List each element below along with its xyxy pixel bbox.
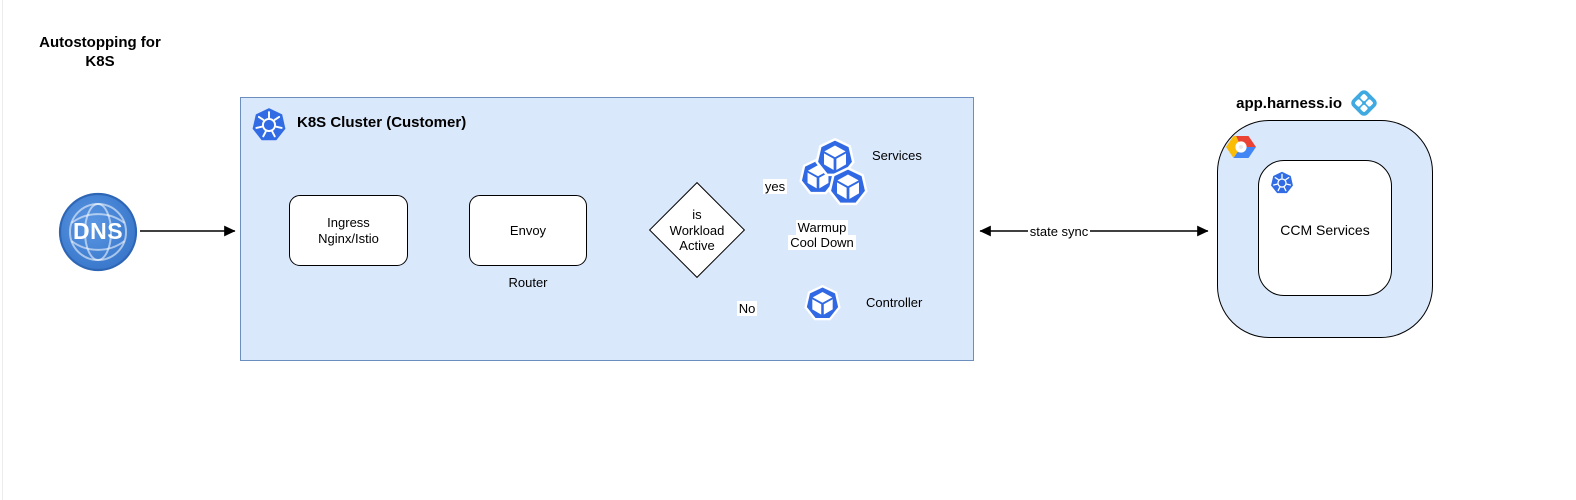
diagram-title-line2: K8S — [85, 53, 115, 70]
google-cloud-icon — [1226, 136, 1256, 158]
decision-label: is Workload Active — [657, 207, 737, 254]
edge-label-yes: yes — [745, 179, 805, 194]
harness-title: app.harness.io — [1236, 95, 1342, 112]
edge-label-state-sync: state sync — [1014, 224, 1104, 239]
ingress-label-line1: Ingress — [327, 214, 370, 230]
diagram-title-line1: Autostopping for — [39, 34, 161, 51]
diagram-title: Autostopping for K8S — [18, 33, 182, 71]
edge-label-warmup-cooldown: Warmup Cool Down — [782, 220, 862, 250]
services-label: Services — [872, 148, 922, 163]
ingress-label-line2: Nginx/Istio — [318, 230, 379, 246]
controller-label: Controller — [866, 295, 923, 310]
no-text: No — [736, 301, 758, 316]
ccm-services-label: CCM Services — [1280, 222, 1370, 238]
kubernetes-icon — [251, 107, 287, 142]
state-sync-text: state sync — [1027, 224, 1091, 239]
services-node — [799, 138, 869, 206]
envoy-node: Envoy — [469, 195, 587, 266]
ingress-node: Ingress Nginx/Istio — [289, 195, 408, 266]
kubernetes-icon — [1270, 171, 1294, 194]
yes-text: yes — [762, 179, 788, 194]
kubernetes-pod-icon — [804, 285, 841, 321]
decision-label-line3: Active — [679, 238, 715, 253]
page-edge-line — [2, 0, 3, 500]
edge-label-no: No — [717, 301, 777, 316]
harness-logo-icon — [1351, 90, 1377, 116]
cluster-title: K8S Cluster (Customer) — [297, 114, 467, 131]
dns-node: DNS — [58, 192, 138, 272]
decision-label-line2: Workload — [669, 222, 725, 238]
router-caption: Router — [508, 275, 548, 290]
dns-globe-icon — [58, 192, 138, 272]
ingress-label: Ingress Nginx/Istio — [318, 215, 379, 247]
dns-label: DNS — [72, 218, 124, 244]
warmup-text: Warmup — [795, 220, 849, 235]
kubernetes-pod-icon — [828, 167, 868, 206]
cooldown-text: Cool Down — [788, 234, 856, 250]
decision-label-line1: is — [692, 207, 702, 222]
envoy-label: Envoy — [509, 222, 547, 238]
